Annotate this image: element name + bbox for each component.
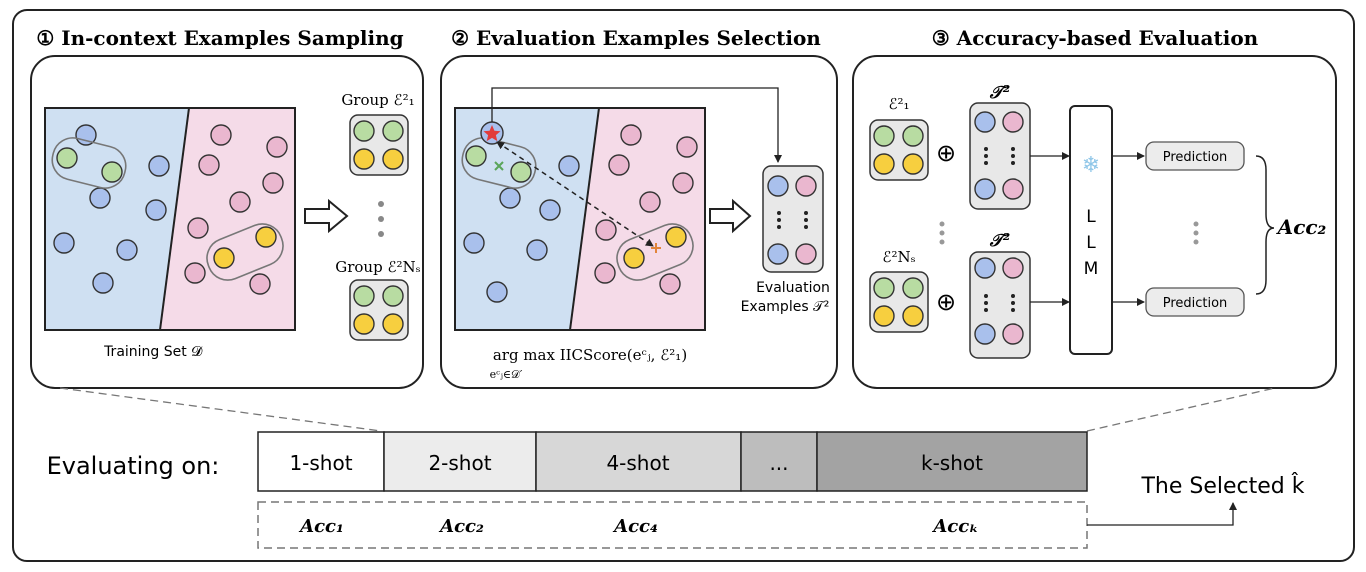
training-set-label: Training Set 𝓓	[103, 344, 203, 360]
oplus-icon: ⊕	[936, 288, 956, 316]
training-set-plot	[44, 107, 296, 331]
t2-card-top	[969, 102, 1031, 210]
ellipsis-dots	[1193, 221, 1199, 245]
selected-k-label: The Selected k̂	[1140, 473, 1304, 499]
group-last-card	[349, 279, 409, 341]
formula-main: arg max IICScore(eᶜⱼ, ℰ²₁)	[493, 346, 687, 364]
ellipsis-dots	[939, 221, 945, 245]
evaluating-label: Evaluating on:	[47, 452, 220, 480]
llm-letter: L	[1086, 207, 1096, 227]
prediction-box-bottom	[1145, 287, 1245, 317]
llm-block	[1069, 105, 1113, 355]
blue-dots	[53, 124, 170, 294]
acc2-result: Acc₂	[1276, 215, 1327, 239]
star-icon	[483, 125, 501, 142]
zoom-line-left	[59, 387, 382, 432]
distance-arrow	[496, 141, 654, 247]
oplus-icon: ⊕	[936, 139, 956, 167]
acc-label: Acc₄	[612, 516, 658, 537]
panel2-title: ② Evaluation Examples Selection	[451, 26, 821, 50]
group-last-label: Group ℰ²Nₛ	[335, 258, 421, 276]
shot-label: 1-shot	[289, 451, 352, 475]
zoom-line-right	[1086, 387, 1276, 432]
t2-label-top: 𝒯²	[989, 83, 1010, 103]
arrow-right-icon	[709, 198, 752, 234]
t2-card-bottom	[969, 251, 1031, 359]
llm-letter: L	[1086, 233, 1096, 253]
selection-connector	[491, 87, 782, 163]
pink-dots	[184, 124, 288, 295]
orange-plus-icon	[651, 243, 661, 253]
prediction-label-bottom: Prediction	[1163, 296, 1228, 311]
e1-label: ℰ²₁	[888, 95, 909, 113]
t2-label-bottom: 𝒯²	[989, 231, 1010, 251]
acc-label: Accₖ	[931, 516, 978, 537]
shot-bar	[257, 431, 1088, 492]
snowflake-icon: ❄	[1082, 153, 1100, 178]
ellipsis-dots	[378, 201, 384, 237]
panel1-title: ① In-context Examples Sampling	[36, 26, 403, 50]
selection-output-arrow	[1087, 502, 1237, 526]
prediction-box-top	[1145, 141, 1245, 171]
arrow-right-icon	[304, 198, 349, 234]
sampled-group-capsule	[206, 223, 284, 281]
prediction-label-top: Prediction	[1163, 150, 1228, 165]
shot-label: k-shot	[921, 451, 983, 475]
panel3-title: ③ Accuracy-based Evaluation	[932, 26, 1259, 50]
eval-label-line1: Evaluation	[756, 280, 830, 296]
decision-boundary	[159, 107, 190, 331]
selection-plot	[454, 107, 706, 331]
brace-icon	[1255, 155, 1275, 295]
ens-label: ℰ²Nₛ	[882, 248, 915, 266]
llm-letter: M	[1084, 259, 1099, 279]
ens-card	[869, 271, 929, 333]
shot-label: 2-shot	[428, 451, 491, 475]
shot-label: 4-shot	[606, 451, 669, 475]
acc-label: Acc₁	[298, 516, 344, 537]
formula-subscript: eᶜⱼ∈𝒟′	[490, 368, 523, 381]
shot-label: ...	[769, 451, 788, 475]
eval-examples-card	[762, 165, 824, 273]
group-first-label: Group ℰ²₁	[341, 91, 414, 109]
eval-label-line2: Examples 𝒯²	[741, 299, 830, 315]
group-first-card	[349, 114, 409, 176]
sampled-group-capsule	[51, 137, 127, 189]
e1-card	[869, 119, 929, 181]
acc-label: Acc₂	[438, 516, 484, 537]
